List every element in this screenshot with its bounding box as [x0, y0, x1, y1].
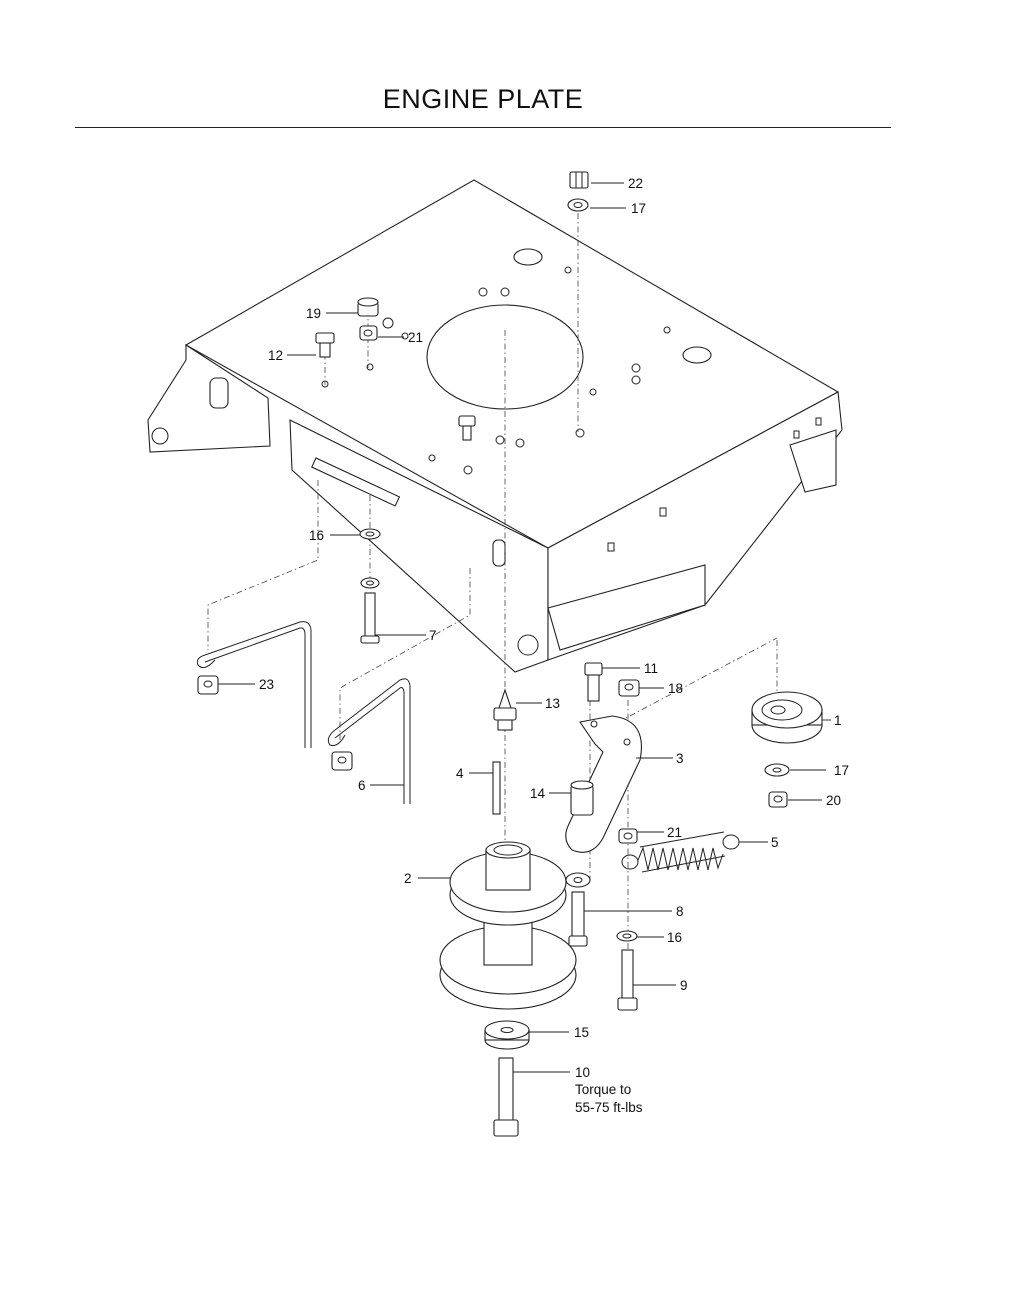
- nut-20: [768, 791, 788, 808]
- callout-13: 13: [545, 696, 560, 711]
- callout-14: 14: [530, 786, 546, 801]
- hex-nut-22: [569, 171, 589, 189]
- callout-21-lower: 21: [667, 825, 682, 840]
- key-4: [492, 761, 501, 815]
- bolt-12: [315, 332, 335, 358]
- callout-15: 15: [574, 1025, 589, 1040]
- bolt-8: [568, 891, 588, 947]
- washer-small-left: [360, 577, 380, 589]
- callout-16-right: 16: [667, 930, 682, 945]
- callout-6: 6: [358, 778, 366, 793]
- nut-23: [197, 675, 219, 695]
- callout-7: 7: [429, 628, 437, 643]
- torque-note-line2: 55-75 ft-lbs: [575, 1100, 643, 1115]
- bolt-11: [584, 662, 603, 702]
- double-pulley-2: [439, 841, 577, 1010]
- bolt-10: [493, 1057, 519, 1137]
- bolt-13: [493, 688, 517, 731]
- nut-6-base: [331, 751, 353, 771]
- callout-19: 19: [306, 306, 321, 321]
- callout-23: 23: [259, 677, 274, 692]
- washer-16-right: [616, 930, 638, 942]
- callout-labels: 22 17 19 21 12 16 7 23 6 13 4 11 18 3 1 …: [259, 176, 849, 1115]
- leader-lines: [218, 182, 831, 1073]
- washer-16-left: [359, 528, 381, 540]
- torque-note-line1: Torque to: [575, 1082, 631, 1097]
- nut-18: [618, 679, 640, 697]
- flange-nut-19: [357, 297, 379, 317]
- spacer-14: [570, 780, 594, 816]
- bolt-9: [617, 949, 638, 1011]
- callout-9: 9: [680, 978, 688, 993]
- washer-17-right: [764, 763, 790, 777]
- callout-5: 5: [771, 835, 779, 850]
- callout-11: 11: [644, 661, 658, 676]
- callout-4: 4: [456, 766, 464, 781]
- callout-17-right: 17: [834, 763, 849, 778]
- callout-22: 22: [628, 176, 643, 191]
- stud-bolt-center: [458, 415, 476, 441]
- callout-17-top: 17: [631, 201, 646, 216]
- callout-16-left: 16: [309, 528, 324, 543]
- rod-link-upper: [196, 621, 312, 748]
- callout-2: 2: [404, 871, 412, 886]
- engine-plate: [147, 179, 843, 673]
- idler-pulley-1: [751, 691, 823, 744]
- washer-17-top: [567, 198, 589, 212]
- page-title: ENGINE PLATE: [382, 84, 584, 114]
- callout-10: 10: [575, 1065, 590, 1080]
- idler-arm-3: [565, 715, 642, 853]
- rod-link-6: [327, 678, 411, 804]
- callout-12: 12: [268, 348, 283, 363]
- pin-7: [360, 592, 380, 644]
- spacer-15: [484, 1020, 530, 1050]
- washer-center: [565, 872, 591, 888]
- callout-1: 1: [834, 713, 842, 728]
- callout-8: 8: [676, 904, 684, 919]
- spring-5: [621, 831, 740, 873]
- callout-18: 18: [668, 681, 683, 696]
- nut-21-lower: [618, 828, 638, 844]
- title-divider: [75, 127, 891, 128]
- callout-3: 3: [676, 751, 684, 766]
- nut-21-top: [359, 325, 378, 341]
- callout-21-top: 21: [408, 330, 423, 345]
- callout-20: 20: [826, 793, 841, 808]
